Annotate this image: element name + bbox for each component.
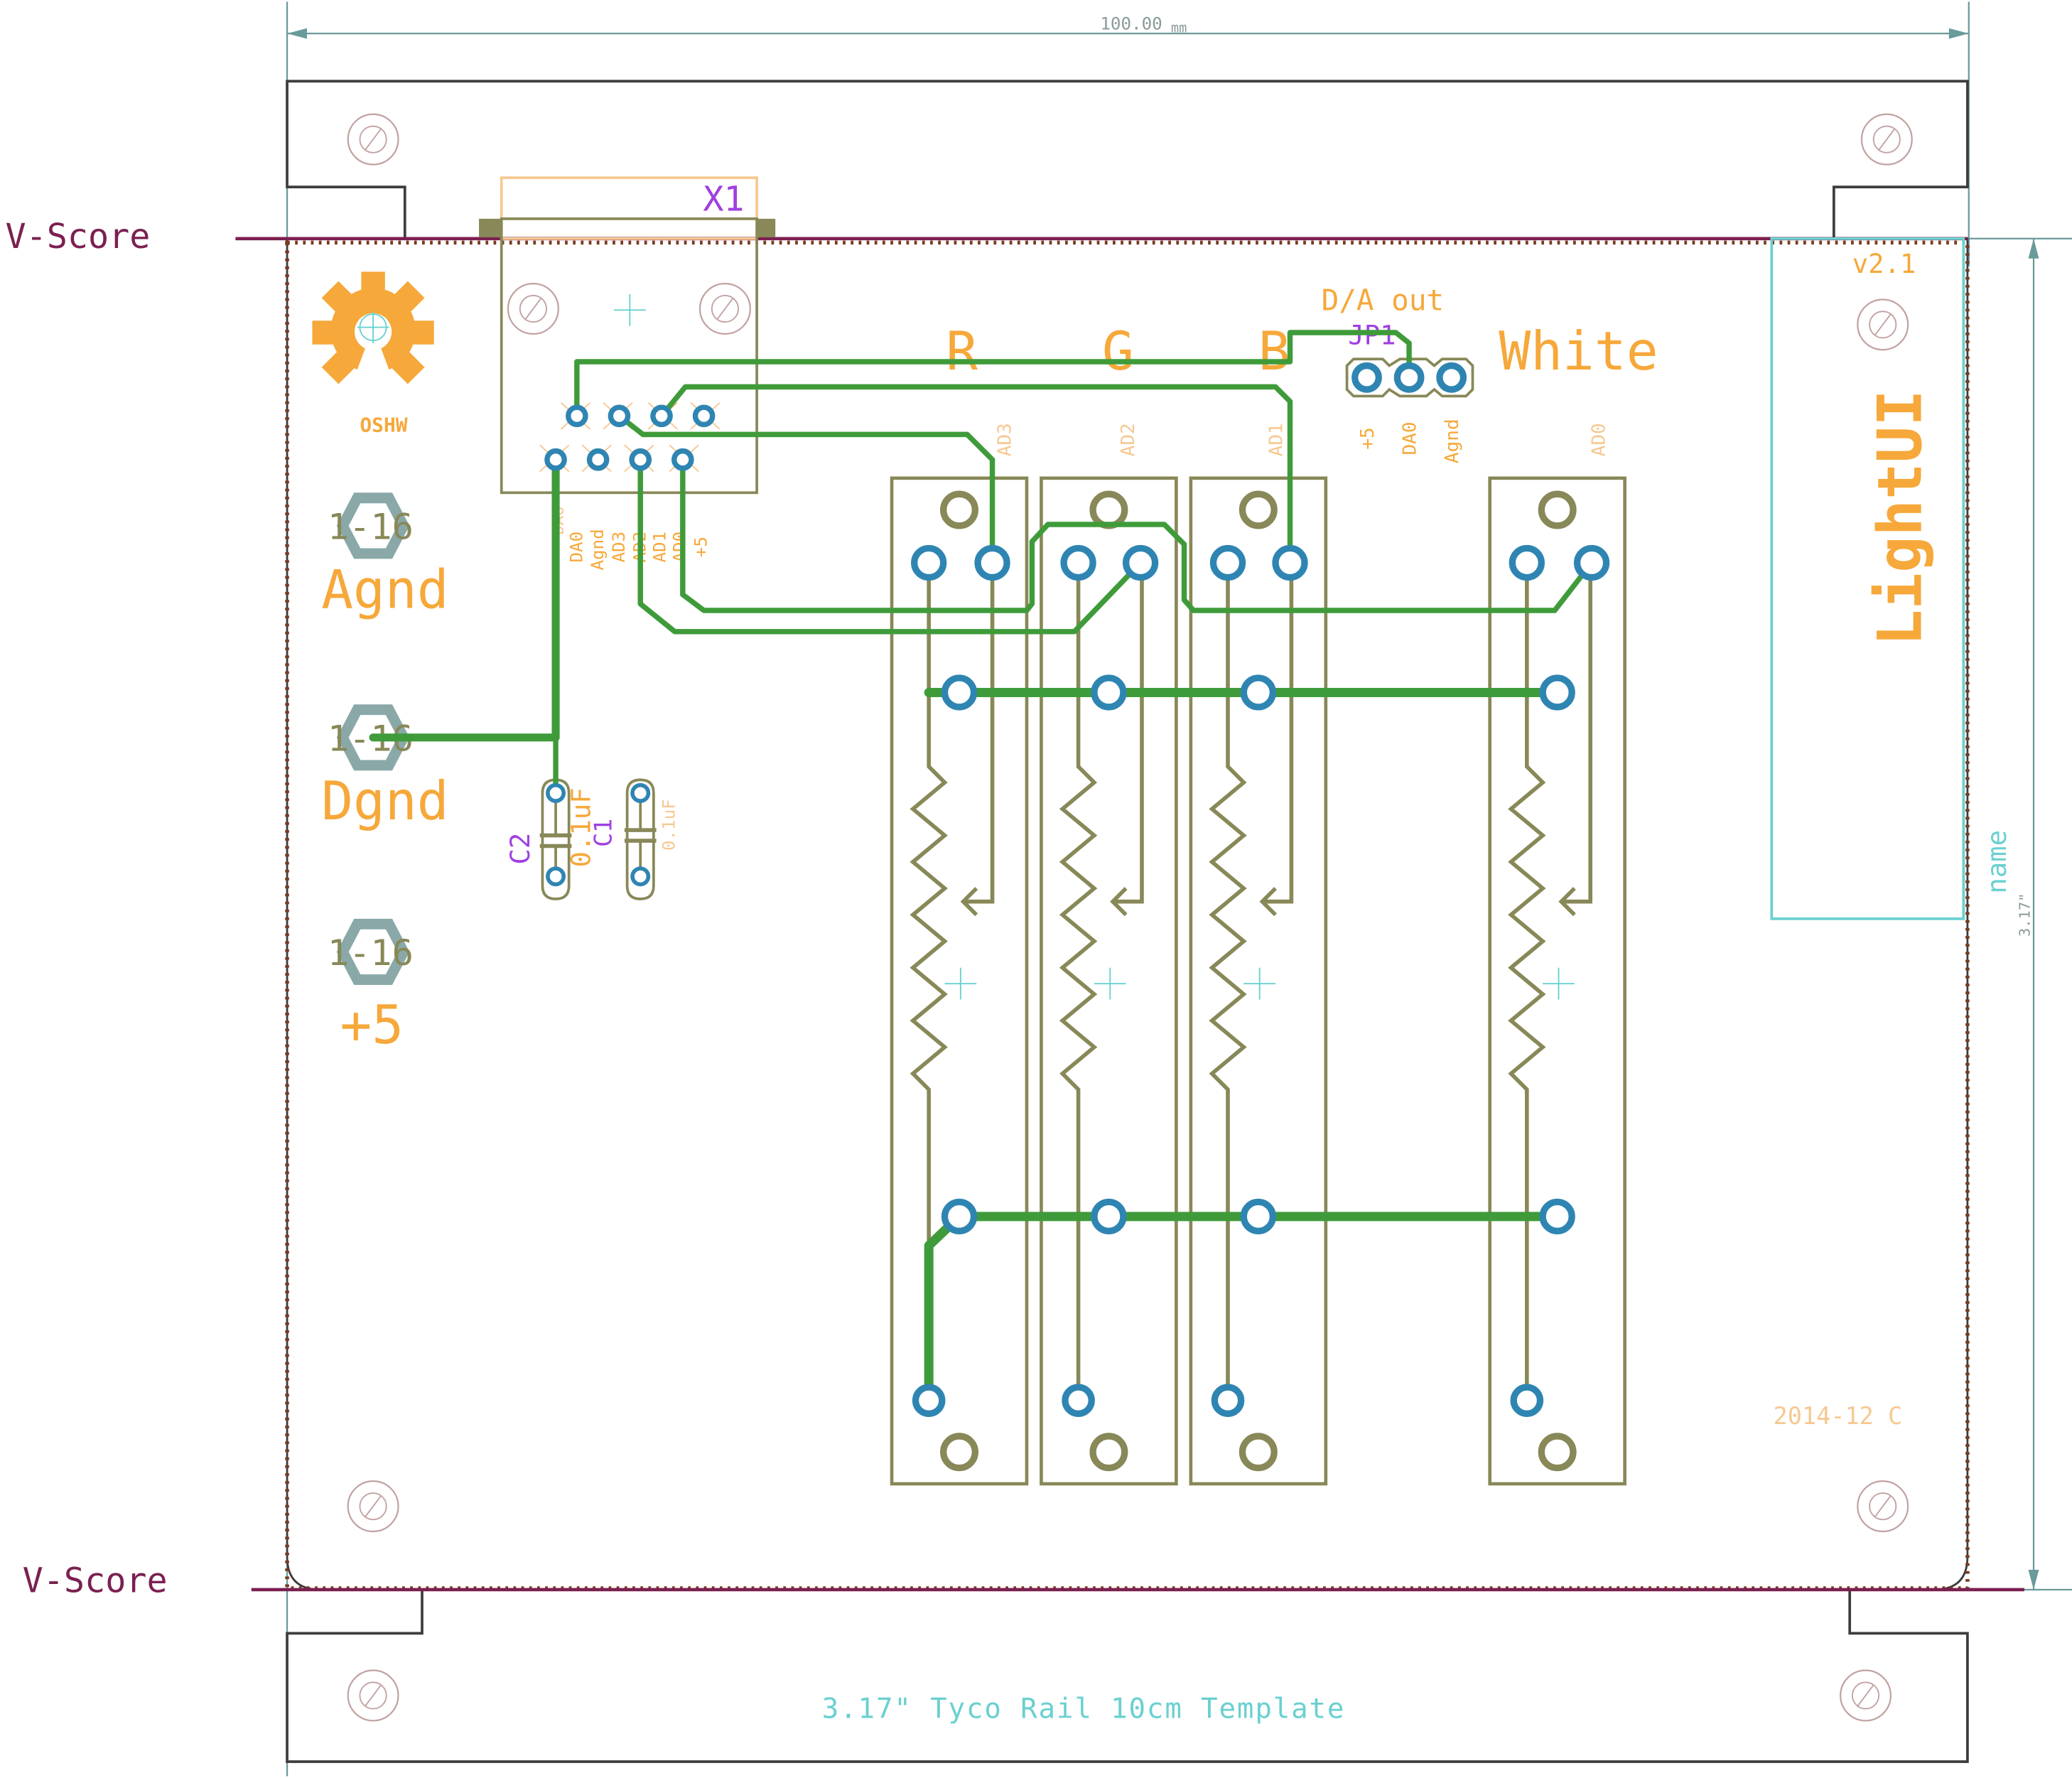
top-breakaway-tab	[286, 80, 1969, 240]
pot-label: AD0	[1589, 423, 1610, 456]
channel-label-g: G	[1102, 320, 1134, 382]
pad-plus5: 1-16 +5	[328, 918, 414, 1056]
name-field-label: name	[1981, 830, 2012, 894]
header-pin-label: AD3	[609, 532, 629, 563]
header-pin-label: Agnd	[588, 529, 608, 570]
bottom-breakaway-tab: 3.17" Tyco Rail 10cm Template	[286, 1589, 1969, 1763]
product-name: LightUI	[1865, 389, 1936, 646]
trace-ad2	[637, 457, 1143, 635]
height-dimension: 3.17"	[1955, 237, 2072, 1591]
da-out-label: D/A out	[1322, 283, 1445, 317]
mounting-hole	[1857, 298, 1909, 351]
oshw-label: OSHW	[360, 414, 407, 437]
width-dimension-value: 100.00	[1100, 14, 1162, 34]
header-pin-label: DA0	[566, 532, 586, 563]
pad-dgnd-label: Dgnd	[321, 770, 448, 832]
jp1-pin-label: Agnd	[1442, 419, 1463, 463]
trace-return	[924, 1212, 964, 1406]
connector-x1-label: X1	[703, 180, 744, 220]
jp1-pin-label: DA0	[1399, 421, 1420, 455]
capacitor-c2-value: 0.1uF	[565, 787, 596, 867]
version-label: v2.1	[1852, 248, 1916, 279]
pad-plus5-label: +5	[340, 994, 404, 1056]
trace-da0-jp1	[574, 330, 1412, 418]
vscore-bottom: V-Score	[23, 1561, 2024, 1601]
oshw-gear-icon: OSHW	[312, 271, 434, 437]
pad-agnd-hole-label: 1-16	[328, 505, 414, 547]
date-code: 2014-12 C	[1774, 1402, 1903, 1430]
mounting-hole	[1857, 1480, 1909, 1533]
mounting-hole	[507, 282, 559, 335]
mounting-hole	[698, 282, 751, 335]
width-dimension-unit: mm	[1171, 21, 1187, 36]
pot-label: AD1	[1266, 423, 1287, 456]
name-field-box: v2.1 LightUI name	[1770, 237, 2012, 920]
vscore-top: V-Score	[5, 217, 1968, 257]
pad-dgnd: 1-16 Dgnd	[321, 704, 449, 832]
template-title: 3.17" Tyco Rail 10cm Template	[822, 1693, 1346, 1725]
header-pin-label: AD1	[650, 532, 670, 563]
capacitor-c2-label: C2	[504, 833, 536, 865]
mounting-hole	[1840, 1669, 1892, 1722]
height-dimension-value: 3.17"	[2016, 893, 2033, 937]
pad-agnd: 1-16 Agnd	[321, 492, 449, 620]
capacitor-c2: C2 0.1uF	[504, 778, 596, 900]
trace-ad0	[680, 457, 1595, 613]
pot-label: AD3	[995, 423, 1016, 456]
pot-footprint-ad2: AD2	[1040, 423, 1178, 1486]
jp1-label: JP1	[1348, 320, 1396, 351]
jp1-pin-label: +5	[1357, 427, 1378, 449]
pot-footprint-ad3: AD3	[890, 423, 1029, 1486]
vscore-bottom-label: V-Score	[23, 1561, 168, 1601]
trace-ad1	[659, 384, 1293, 566]
capacitor-c1-label: C1	[589, 819, 617, 847]
copper-pads	[544, 362, 1610, 1417]
channel-label-white: White	[1499, 320, 1658, 382]
pot-footprint-ad1: AD1	[1189, 423, 1328, 1486]
pad-plus5-hole-label: 1-16	[328, 932, 414, 974]
header-pin-label: AD0	[670, 532, 690, 563]
mounting-hole	[347, 113, 399, 166]
pot-label: AD2	[1118, 423, 1139, 456]
capacitor-c1-value: 0.1uF	[659, 799, 679, 851]
channel-label-r: R	[946, 320, 978, 382]
width-dimension: 100.00 mm	[286, 1, 1970, 1777]
pad-agnd-label: Agnd	[321, 559, 448, 620]
mounting-hole	[347, 1669, 399, 1722]
channel-label-b: B	[1258, 320, 1290, 382]
trace-ad3	[616, 413, 995, 566]
header-pin-label: +5	[691, 537, 711, 557]
pot-footprint-ad0: AD0	[1488, 423, 1626, 1486]
mounting-hole	[1860, 113, 1913, 166]
jumper-jp1: D/A out JP1 +5 DA0 Agnd	[1322, 283, 1474, 463]
vscore-top-label: V-Score	[5, 217, 150, 257]
connector-x1: X1 DA0 DA0 Agnd AD3	[479, 176, 776, 571]
mounting-hole	[347, 1480, 399, 1533]
